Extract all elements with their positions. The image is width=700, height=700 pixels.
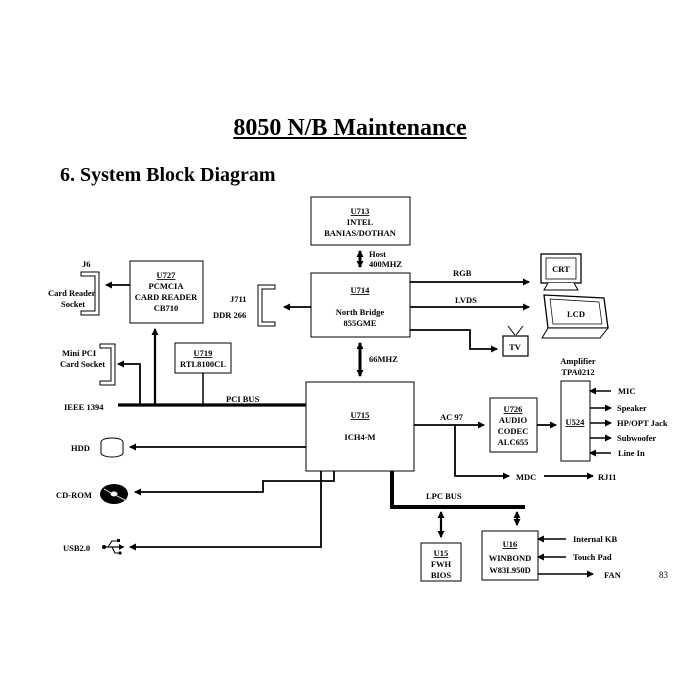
- ddr-socket-icon: [257, 284, 276, 327]
- pci-bus-label: PCI BUS: [226, 394, 260, 404]
- hdd-label: HDD: [71, 443, 90, 453]
- page-title: 8050 N/B Maintenance: [233, 115, 467, 141]
- cpu-line1: INTEL: [347, 217, 374, 227]
- lcd-label: LCD: [567, 309, 585, 319]
- cpu-ref: U713: [351, 206, 370, 216]
- southbridge-ref: U715: [351, 410, 370, 420]
- internal-kb-label: Internal KB: [573, 534, 617, 544]
- kbc-block: U16 WINBOND W83L950D: [481, 530, 539, 581]
- kbc-ref: U16: [503, 539, 518, 549]
- northbridge-line1: North Bridge: [336, 307, 385, 317]
- line-in-label: Line In: [618, 448, 645, 458]
- cdrom-link: [134, 471, 335, 496]
- lan-ref: U719: [194, 348, 213, 358]
- host-speed-label: 400MHZ: [369, 259, 402, 269]
- mini-pci-label1: Mini PCI: [62, 348, 97, 358]
- ac97-label: AC 97: [440, 412, 464, 422]
- southbridge-block: U715 ICH4-M: [305, 381, 415, 472]
- cdrom-icon: [100, 484, 128, 504]
- tv-icon: TV: [502, 325, 529, 357]
- kbc-line2: W83L950D: [489, 565, 531, 575]
- amplifier-ref: U524: [566, 417, 586, 427]
- fwh-bios-block: U15 FWH BIOS: [420, 542, 462, 582]
- mdc-label: MDC: [516, 472, 536, 482]
- pcmcia-line1: PCMCIA: [149, 281, 185, 291]
- speaker-label: Speaker: [617, 403, 647, 413]
- touch-pad-label: Touch Pad: [573, 552, 612, 562]
- lpc-bus: LPC BUS: [390, 471, 525, 538]
- pcmcia-block: U727 PCMCIA CARD READER CB710: [129, 260, 204, 324]
- audio-line3: ALC655: [498, 437, 529, 447]
- lcd-panel-icon: LCD: [541, 294, 610, 339]
- fwh-ref: U15: [434, 548, 449, 558]
- tv-label: TV: [509, 342, 522, 352]
- crt-monitor-icon: CRT: [540, 253, 582, 291]
- lvds-link: LVDS: [410, 295, 530, 311]
- card-reader-label2: Socket: [61, 299, 85, 309]
- host-bus: Host 400MHZ: [356, 249, 402, 269]
- amplifier-block: Amplifier TPA0212 U524: [560, 356, 596, 462]
- kbc-outputs: Internal KB Touch Pad FAN: [537, 534, 622, 580]
- subwoofer-label: Subwoofer: [617, 433, 656, 443]
- usb-link: [129, 471, 322, 551]
- page-number: 83: [659, 570, 668, 580]
- lan-line1: RTL8100CL: [180, 359, 226, 369]
- rgb-link: RGB: [410, 268, 530, 286]
- hub-link: 66MHZ: [356, 342, 398, 377]
- host-label: Host: [369, 249, 386, 259]
- pcmcia-ref: U727: [157, 270, 177, 280]
- hub-speed-label: 66MHZ: [369, 354, 398, 364]
- pcmcia-line3: CB710: [154, 303, 179, 313]
- fwh-line1: FWH: [431, 559, 452, 569]
- cdrom-label: CD-ROM: [56, 490, 92, 500]
- rj11-label: RJ11: [598, 472, 616, 482]
- northbridge-ref: U714: [351, 285, 371, 295]
- mini-pci-socket-icon: [99, 343, 116, 386]
- audio-codec-block: U726 AUDIO CODEC ALC655: [489, 397, 538, 453]
- southbridge-line1: ICH4-M: [344, 432, 375, 442]
- ac97-link: AC 97 MDC RJ11: [414, 412, 616, 482]
- j6-label: J6: [82, 259, 91, 269]
- lan-block: U719 RTL8100CL: [174, 342, 232, 374]
- card-reader-label1: Card Reader: [48, 288, 96, 298]
- lvds-label: LVDS: [455, 295, 477, 305]
- pci-bus: PCI BUS: [118, 328, 306, 407]
- mic-label: MIC: [618, 386, 635, 396]
- ieee1394-label: IEEE 1394: [64, 402, 104, 412]
- usb-label: USB2.0: [63, 543, 90, 553]
- crt-label: CRT: [552, 264, 570, 274]
- northbridge-line2: 855GME: [343, 318, 376, 328]
- audio-line1: AUDIO: [499, 415, 528, 425]
- amplifier-label1: Amplifier: [560, 356, 596, 366]
- audio-outputs: MIC Speaker HP/OPT Jack Subwoofer Line I…: [589, 386, 668, 458]
- j711-label: J711: [230, 294, 247, 304]
- fan-label: FAN: [604, 570, 622, 580]
- card-reader-socket-icon: [80, 271, 100, 316]
- usb-icon: [102, 539, 124, 555]
- northbridge-block: U714 North Bridge 855GME: [310, 272, 411, 338]
- lpc-bus-label: LPC BUS: [426, 491, 462, 501]
- audio-line2: CODEC: [498, 426, 529, 436]
- cpu-block: U713 INTEL BANIAS/DOTHAN: [310, 196, 411, 246]
- rgb-label: RGB: [453, 268, 472, 278]
- tv-link: [410, 329, 498, 353]
- mini-pci-link: [117, 360, 141, 405]
- ddr-label: DDR 266: [213, 310, 246, 320]
- audio-ref: U726: [504, 404, 523, 414]
- cpu-line2: BANIAS/DOTHAN: [324, 228, 397, 238]
- pcmcia-line2: CARD READER: [135, 292, 198, 302]
- kbc-line1: WINBOND: [489, 553, 532, 563]
- hp-opt-label: HP/OPT Jack: [617, 418, 668, 428]
- hdd-icon: [100, 437, 124, 458]
- amplifier-label2: TPA0212: [561, 367, 594, 377]
- fwh-line2: BIOS: [431, 570, 452, 580]
- section-heading: 6. System Block Diagram: [60, 164, 276, 186]
- mini-pci-label2: Card Socket: [60, 359, 105, 369]
